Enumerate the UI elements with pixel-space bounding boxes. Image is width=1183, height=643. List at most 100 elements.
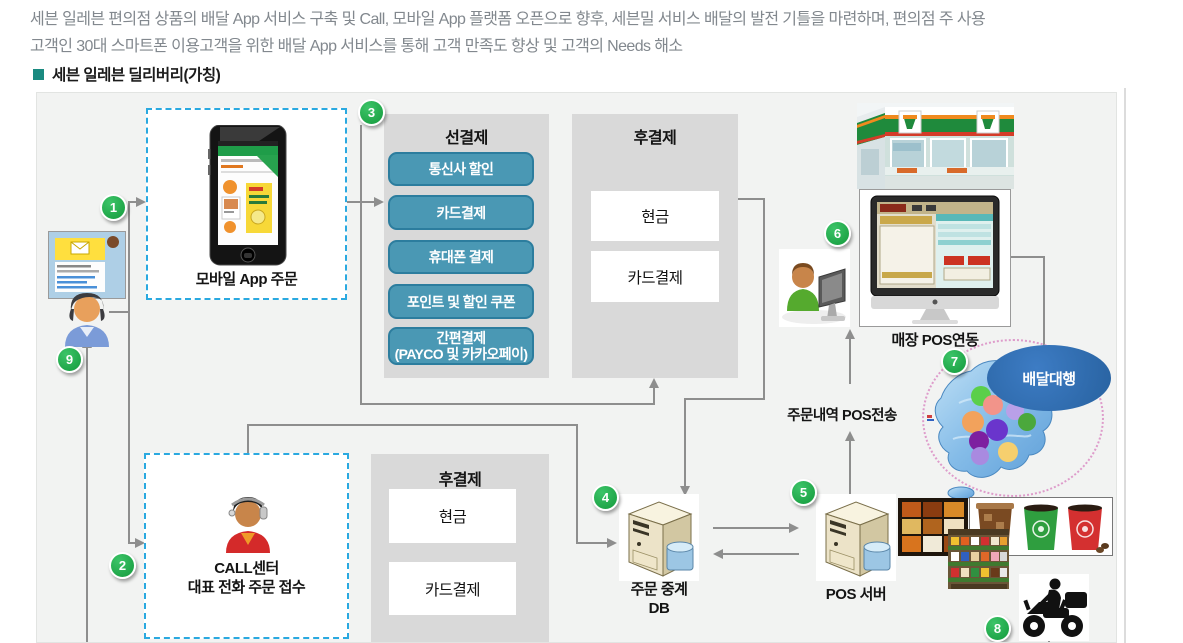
imac-pos-image (870, 195, 1000, 324)
connector (1011, 256, 1045, 258)
seven-eleven-store-image (857, 103, 1014, 189)
connector (109, 311, 130, 313)
postpay-bottom-title: 후결제 (438, 472, 482, 489)
step-badge-7: 7 (941, 348, 968, 375)
mobile-app-order-label: 모바일 App 주문 (195, 271, 298, 288)
button-label: 통신사 할인 (428, 161, 494, 177)
connector (86, 348, 88, 642)
connector (1048, 640, 1050, 642)
arrowhead (649, 378, 659, 388)
delivery-agency-label: 배달대행 (1022, 370, 1076, 388)
pos-server-label: POS 서버 (825, 586, 887, 603)
delivery-scooter-icon (1023, 578, 1087, 637)
relay-db-line2: DB (648, 600, 670, 617)
connector (128, 202, 130, 313)
postpay-top-title: 후결제 (633, 130, 677, 147)
prepay-title: 선결제 (445, 130, 488, 147)
section-header: 세븐 일레븐 딜리버리(가칭) (33, 63, 221, 85)
arrowhead (136, 197, 146, 207)
arrowhead (845, 329, 855, 339)
coverage-dotted-ring (922, 339, 1104, 497)
arrowhead (607, 538, 617, 548)
server-icon (627, 501, 694, 577)
arrowhead (845, 431, 855, 441)
connector (128, 542, 137, 544)
store-pos-label: 매장 POS연동 (891, 332, 979, 349)
right-panel-divider (1124, 88, 1126, 643)
connector (684, 398, 765, 400)
step-badge-1: 1 (100, 194, 127, 221)
delivery-scooter-image-box (1019, 574, 1089, 641)
customer-icon (65, 293, 109, 347)
push-message-image (48, 231, 126, 299)
postpay-top-cardpay-card: 카드결제 (591, 251, 719, 302)
connector (576, 424, 578, 544)
step-badge-4: 4 (592, 484, 619, 511)
step-badge-2: 2 (109, 552, 136, 579)
call-center-box: CALL센터 대표 전화 주문 접수 (144, 453, 349, 639)
connector (247, 424, 249, 453)
connector (738, 198, 765, 200)
connector (653, 387, 655, 405)
postpay-top-cash-card: 현금 (591, 191, 719, 241)
connector (360, 403, 655, 405)
intro-line-2: 고객인 30대 스마트폰 이용고객을 위한 배달 App 서비스를 통해 고객 … (30, 38, 683, 55)
connector (684, 398, 686, 488)
connector (247, 424, 578, 426)
prepay-button-carrier-discount: 통신사 할인 (388, 152, 534, 186)
delivery-agency-ellipse: 배달대행 (987, 345, 1111, 411)
prepay-button-card-payment: 카드결제 (388, 195, 534, 230)
postpay-bottom-cardpay-card: 카드결제 (389, 562, 516, 615)
button-label: 카드결제 (436, 204, 486, 221)
section-title: 세븐 일레븐 딜리버리(가칭) (52, 67, 221, 84)
operator-image-box (779, 249, 850, 327)
arrowhead (713, 549, 723, 559)
operator-at-monitor-icon (782, 263, 846, 324)
step-badge-3: 3 (358, 99, 385, 126)
connector (721, 553, 799, 555)
prepay-button-easy-payment: 간편결제 (PAYCO 및 카카오페이) (388, 327, 534, 365)
call-center-label: CALL센터 대표 전화 주문 접수 (146, 559, 347, 597)
step-badge-9: 9 (56, 346, 83, 373)
smartphone-app-image (208, 125, 287, 266)
connector (763, 198, 765, 400)
arrowhead (374, 197, 384, 207)
step-badge-6: 6 (824, 220, 851, 247)
arrowhead (789, 523, 799, 533)
connector (576, 542, 609, 544)
connector (1043, 256, 1045, 348)
prepay-button-phone-payment: 휴대폰 결제 (388, 240, 534, 274)
relay-db-image-box (619, 494, 699, 581)
arrowhead (680, 486, 690, 496)
server-icon (824, 501, 891, 577)
call-center-line2: 대표 전화 주문 접수 (187, 579, 306, 596)
button-label: 포인트 및 할인 쿠폰 (406, 293, 516, 310)
postpay-bottom-panel: 후결제 현금 카드결제 (371, 454, 549, 642)
connector (360, 125, 362, 405)
connector (849, 339, 851, 384)
store-pos-image-box (859, 189, 1011, 327)
intro-line-1: 세븐 일레븐 편의점 상품의 배달 App 서비스 구축 및 Call, 모바일… (30, 11, 986, 28)
order-send-label: 주문내역 POS전송 (787, 408, 897, 424)
step-badge-8: 8 (984, 615, 1011, 642)
relay-db-line1: 주문 중계 (630, 581, 688, 598)
intro-paragraph: 세븐 일레븐 편의점 상품의 배달 App 서비스 구축 및 Call, 모바일… (30, 6, 986, 60)
mobile-app-order-box: 모바일 App 주문 (146, 108, 347, 300)
postpay-top-panel: 후결제 현금 카드결제 (572, 114, 738, 378)
square-bullet-icon (33, 68, 44, 80)
connector (128, 201, 138, 203)
button-label: 간편결제 (436, 330, 486, 346)
step-badge-5: 5 (790, 479, 817, 506)
prepay-button-points-coupon: 포인트 및 할인 쿠폰 (388, 284, 534, 319)
call-agent-icon (226, 497, 270, 553)
store-shelf-image (948, 529, 1009, 589)
button-label: (PAYCO 및 카카오페이) (394, 346, 528, 362)
connector (849, 441, 851, 498)
connector (128, 311, 130, 544)
korea-map-image (927, 360, 1053, 500)
call-center-line1: CALL센터 (214, 560, 279, 577)
postpay-bottom-cash-card: 현금 (389, 489, 516, 543)
arrowhead (135, 538, 145, 548)
button-label: 휴대폰 결제 (428, 249, 494, 265)
connector (713, 527, 791, 529)
